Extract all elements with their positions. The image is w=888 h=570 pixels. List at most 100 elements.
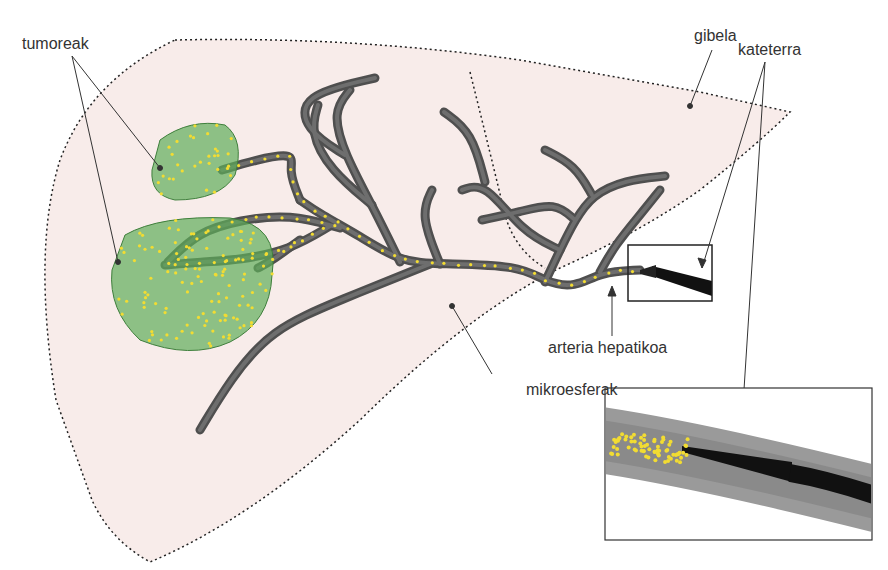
microsphere	[239, 326, 242, 329]
microsphere	[263, 157, 266, 160]
microsphere	[190, 331, 193, 334]
microsphere	[615, 447, 619, 451]
microsphere	[612, 438, 616, 442]
microsphere	[264, 253, 267, 256]
microsphere	[631, 270, 634, 273]
microsphere	[358, 235, 361, 238]
microsphere	[166, 270, 169, 273]
part-label: arteria hepatikoa	[548, 338, 667, 357]
microsphere	[238, 304, 241, 307]
vessel	[300, 200, 640, 285]
microsphere	[181, 330, 184, 333]
microsphere	[607, 271, 610, 274]
microsphere	[295, 218, 298, 221]
microsphere	[237, 164, 240, 167]
microsphere	[241, 248, 244, 251]
microsphere	[282, 250, 285, 253]
microsphere	[185, 263, 188, 266]
microsphere	[208, 162, 211, 165]
microsphere	[640, 449, 644, 453]
microsphere	[521, 268, 524, 271]
part-label: mikroesferak	[526, 380, 618, 399]
microsphere	[181, 281, 184, 284]
microsphere	[215, 124, 218, 127]
microsphere	[431, 261, 434, 264]
microsphere	[251, 291, 254, 294]
microsphere	[138, 244, 141, 247]
microsphere	[213, 311, 216, 314]
microsphere	[236, 318, 239, 321]
microsphere	[163, 311, 166, 314]
microsphere	[228, 334, 231, 337]
microsphere	[160, 192, 163, 195]
microsphere	[174, 263, 177, 266]
microsphere	[209, 344, 212, 347]
microsphere	[616, 452, 620, 456]
microsphere	[207, 155, 210, 158]
microsphere	[644, 455, 648, 459]
microsphere	[177, 228, 180, 231]
microsphere	[188, 246, 191, 249]
microsphere	[190, 282, 193, 285]
microsphere	[144, 296, 147, 299]
microsphere	[117, 298, 120, 301]
microsphere	[186, 290, 189, 293]
microsphere	[623, 438, 627, 442]
microsphere	[242, 324, 245, 327]
microsphere	[232, 316, 235, 319]
microsphere	[138, 232, 141, 235]
microsphere	[244, 218, 247, 221]
microsphere	[264, 289, 267, 292]
microsphere	[217, 300, 220, 303]
microsphere	[617, 437, 621, 441]
microsphere	[675, 452, 679, 456]
vessel	[444, 112, 485, 182]
microsphere	[181, 169, 184, 172]
part-label: tumoreak	[22, 34, 89, 53]
vessel-highlight	[314, 105, 372, 205]
microsphere	[157, 181, 160, 184]
microsphere	[664, 449, 668, 453]
microsphere	[175, 337, 178, 340]
microsphere	[267, 215, 270, 218]
microsphere	[642, 438, 646, 442]
vessel-highlight	[545, 150, 592, 195]
microsphere	[231, 220, 234, 223]
microsphere	[250, 238, 253, 241]
microsphere	[143, 306, 146, 309]
vessel-highlight	[600, 190, 660, 272]
microsphere	[143, 291, 146, 294]
microsphere	[216, 150, 219, 153]
microsphere	[171, 153, 174, 156]
microsphere	[175, 252, 178, 255]
microsphere	[336, 220, 339, 223]
microsphere	[250, 321, 253, 324]
microsphere	[265, 252, 268, 255]
microsphere	[291, 180, 294, 183]
microsphere	[141, 234, 144, 237]
microsphere	[681, 451, 685, 455]
microsphere	[199, 161, 202, 164]
vessel-highlight	[337, 90, 400, 262]
microsphere	[665, 448, 669, 452]
microsphere	[174, 219, 177, 222]
vessel	[545, 150, 592, 195]
vessel-highlight	[444, 112, 485, 182]
microsphere	[205, 247, 208, 250]
tumors	[112, 123, 274, 350]
microsphere	[228, 284, 231, 287]
tumor	[112, 218, 274, 351]
microsphere	[381, 249, 384, 252]
microsphere	[177, 258, 180, 261]
microsphere	[210, 300, 213, 303]
microsphere	[195, 237, 198, 240]
microsphere	[679, 456, 683, 460]
microsphere	[683, 444, 687, 448]
microsphere	[653, 450, 657, 454]
microsphere	[168, 177, 171, 180]
microsphere	[619, 269, 622, 272]
microsphere	[685, 453, 689, 457]
microsphere	[509, 267, 512, 270]
microsphere	[289, 168, 292, 171]
